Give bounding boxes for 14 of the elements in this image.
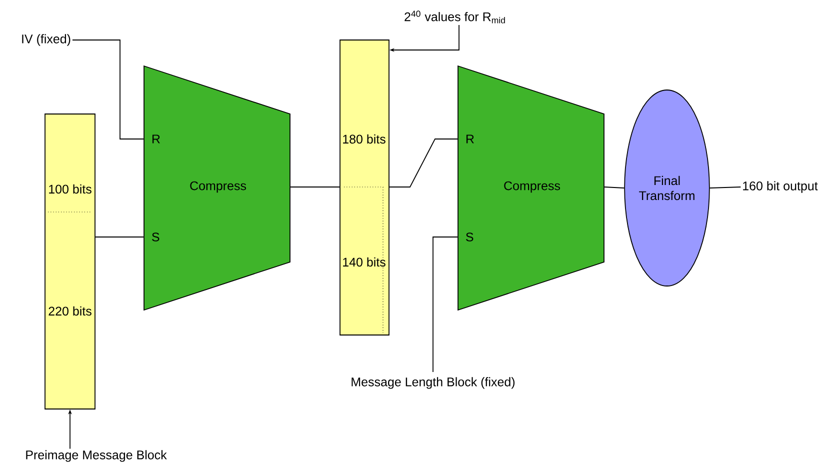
connector xyxy=(709,186,742,188)
bit-block: 180 bits 140 bits xyxy=(340,40,390,336)
connector xyxy=(95,236,144,238)
label-text: Preimage Message Block xyxy=(26,450,167,462)
connector xyxy=(290,186,340,188)
connector xyxy=(432,236,458,372)
label-text: Message Length Block (fixed) xyxy=(352,377,515,389)
label-text: 160 bit output xyxy=(743,181,818,193)
label-text: 2$^{40}$ values for R$_{mid}$ xyxy=(404,10,505,24)
connector xyxy=(604,186,625,188)
connector xyxy=(72,40,144,140)
bit-block: 100 bits 220 bits xyxy=(44,114,96,410)
connector xyxy=(389,138,458,188)
label-text: IV (fixed) xyxy=(22,34,70,46)
